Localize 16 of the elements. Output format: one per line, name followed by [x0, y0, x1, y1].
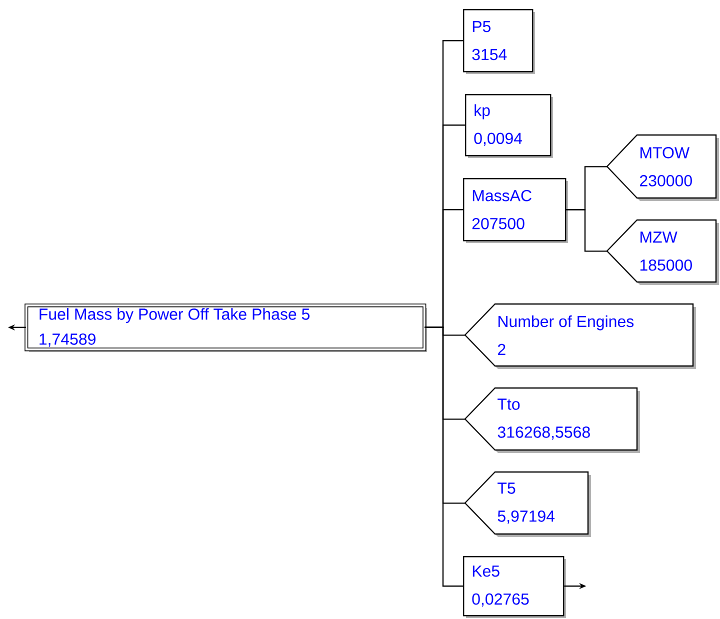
node-label: MTOW [640, 147, 690, 158]
node-label: 185000 [640, 259, 692, 271]
node-label: 230000 [640, 175, 692, 186]
value-box: P5 3154 [463, 9, 535, 74]
input-box: MZW 185000 [606, 219, 719, 285]
input-box: Tto 316268,5568 [464, 387, 640, 453]
value-box: Ke5 0,02765 [463, 556, 566, 618]
value-box: kp 0,0094 [465, 94, 553, 158]
input-box: T5 5,97194 [464, 471, 591, 537]
node-label: MZW [640, 232, 678, 243]
result-box: Fuel Mass by Power Off Take Phase 5 1,74589 [24, 304, 427, 352]
value-box: MassAC 207500 [463, 178, 568, 243]
input-box: Number of Engines 2 [464, 303, 696, 369]
input-box: MTOW 230000 [606, 134, 719, 201]
connector [566, 209, 607, 252]
connector [424, 326, 463, 587]
